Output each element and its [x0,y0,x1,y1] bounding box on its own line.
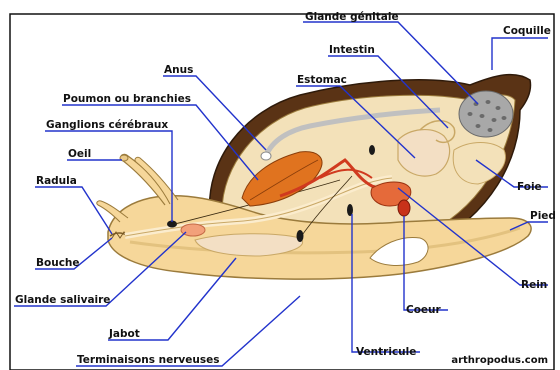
label-radula: Radula [36,175,77,187]
label-intestin: Intestin [329,44,375,56]
label-terminaisons: Terminaisons nerveuses [77,354,219,366]
heart [398,200,410,216]
label-ganglions: Ganglions cérébraux [46,119,168,131]
nerve-node-3 [369,145,375,155]
label-estomac: Estomac [297,74,347,86]
label-foie: Foie [517,181,542,193]
label-bouche: Bouche [36,257,80,269]
label-rein: Rein [521,279,547,291]
genital-gland [459,91,513,137]
nerve-node-1 [297,230,304,242]
label-jabot: Jabot [108,328,140,340]
label-glande-salivaire: Glande salivaire [15,294,110,306]
label-pied: Pied [530,210,556,222]
label-ventricule: Ventricule [356,346,416,358]
credit-text: arthropodus.com [451,355,548,366]
stomach [398,130,450,176]
label-coeur: Coeur [406,304,442,316]
label-poumon: Poumon ou branchies [63,93,191,105]
label-coquille: Coquille [503,25,551,37]
anus-opening [261,152,271,160]
label-oeil: Oeil [68,148,91,160]
label-anus: Anus [164,64,193,76]
label-glande-genitale: Glande génitale [305,11,399,23]
